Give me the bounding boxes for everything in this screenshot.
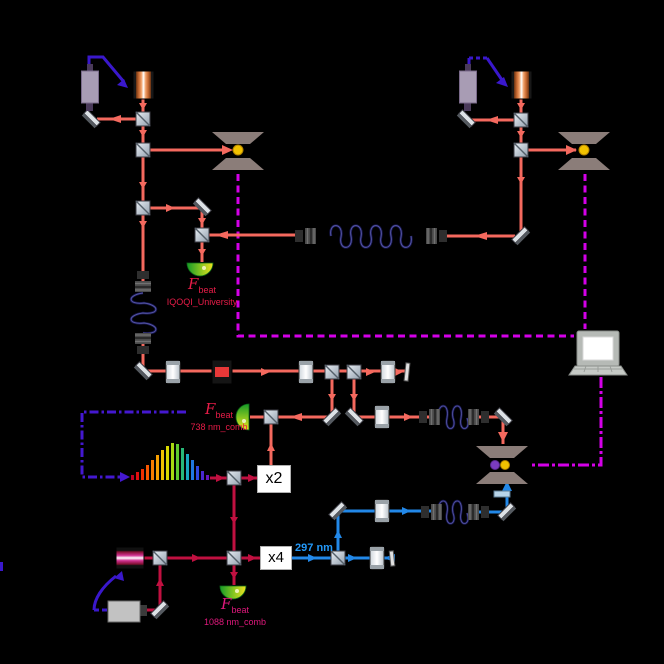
comb-tooth: [186, 454, 189, 480]
control-line-bottom-laser: [92, 571, 124, 612]
clock-laser-right: [510, 70, 533, 100]
clock-laser-left: [132, 70, 155, 100]
lens: [298, 360, 314, 384]
fiber-coupler: [294, 227, 317, 245]
arrows-red: [109, 103, 577, 451]
fiber-coupler: [418, 408, 441, 426]
ion-trap-right: [558, 132, 610, 170]
comb-tooth: [131, 475, 134, 480]
comb-tooth: [166, 446, 169, 480]
ion-yellow: [500, 460, 510, 470]
lens: [374, 405, 390, 429]
fiber-coil-left-vertical: [129, 291, 158, 335]
control-line-comb-feedback: [80, 410, 186, 482]
lens: [369, 546, 385, 570]
comb-tooth: [141, 469, 144, 480]
lens: [165, 360, 181, 384]
seed-laser-box: [107, 600, 147, 623]
comb-tooth: [196, 466, 199, 480]
beamsplitter: [152, 550, 168, 566]
laser-monitor-box-left: [81, 63, 99, 112]
fiber-coil-trap3-red: [437, 404, 470, 430]
aom-modulator: [211, 359, 233, 385]
fiber-coupler: [467, 503, 490, 521]
lens: [380, 360, 396, 384]
control-line-left-laser: [87, 55, 128, 88]
end-mirror: [403, 362, 411, 382]
comb-tooth: [146, 465, 149, 480]
laser-monitor-box-right: [459, 63, 477, 112]
comb-tooth: [136, 472, 139, 480]
frequency-doubler-x2: x2: [257, 465, 291, 493]
comb-tooth: [181, 448, 184, 480]
lens: [374, 499, 390, 523]
photodetector-738-beat: [235, 403, 250, 431]
beamsplitter: [513, 112, 529, 128]
ion-yellow: [232, 144, 244, 156]
beamsplitter: [330, 550, 346, 566]
comb-tooth: [191, 460, 194, 480]
comb-tooth: [201, 471, 204, 480]
end-mirror: [388, 550, 396, 567]
control-computer: [568, 330, 628, 376]
beamsplitter: [226, 550, 242, 566]
edge-control-line-stub: [0, 562, 3, 571]
comb-tooth: [156, 455, 159, 480]
computer-link-logic-trap: [532, 377, 603, 467]
control-line-right-laser: [467, 56, 508, 87]
comb-tooth: [176, 444, 179, 480]
beamsplitter: [346, 364, 362, 380]
ion-purple: [490, 460, 500, 470]
arrows-crimson: [156, 474, 257, 586]
comb-tooth: [206, 475, 209, 480]
fiber-coil-trap3-blue: [437, 499, 470, 525]
frequency-quadrupler-x4: x4: [260, 546, 292, 570]
beamsplitter: [513, 142, 529, 158]
comb-tooth: [161, 450, 164, 480]
infrared-laser-bottom: [115, 546, 145, 570]
photodetector-1088-beat: [219, 585, 247, 600]
frequency-comb-spectrum: [131, 443, 209, 480]
fiber-coupler: [467, 408, 490, 426]
beamsplitter: [135, 111, 151, 127]
comb-tooth: [151, 460, 154, 480]
fiber-coupler: [134, 270, 152, 293]
beamsplitter: [263, 409, 279, 425]
fiber-coupler: [134, 332, 152, 355]
beamsplitter: [226, 470, 242, 486]
comb-tooth: [171, 443, 174, 480]
ion-trap-logic: [476, 446, 528, 484]
beamsplitter: [194, 227, 210, 243]
fiber-coupler: [425, 227, 448, 245]
beamsplitter: [324, 364, 340, 380]
fiber-coil-link: [329, 224, 413, 249]
beamsplitter: [135, 200, 151, 216]
ion-yellow: [578, 144, 590, 156]
trap-link-left-lab: [236, 174, 574, 338]
ion-trap-left: [212, 132, 264, 170]
beamsplitter: [135, 142, 151, 158]
fiber-coupler: [420, 503, 443, 521]
waveplate: [493, 490, 511, 498]
photodetector-iqoqi-university-beat: [186, 262, 214, 277]
